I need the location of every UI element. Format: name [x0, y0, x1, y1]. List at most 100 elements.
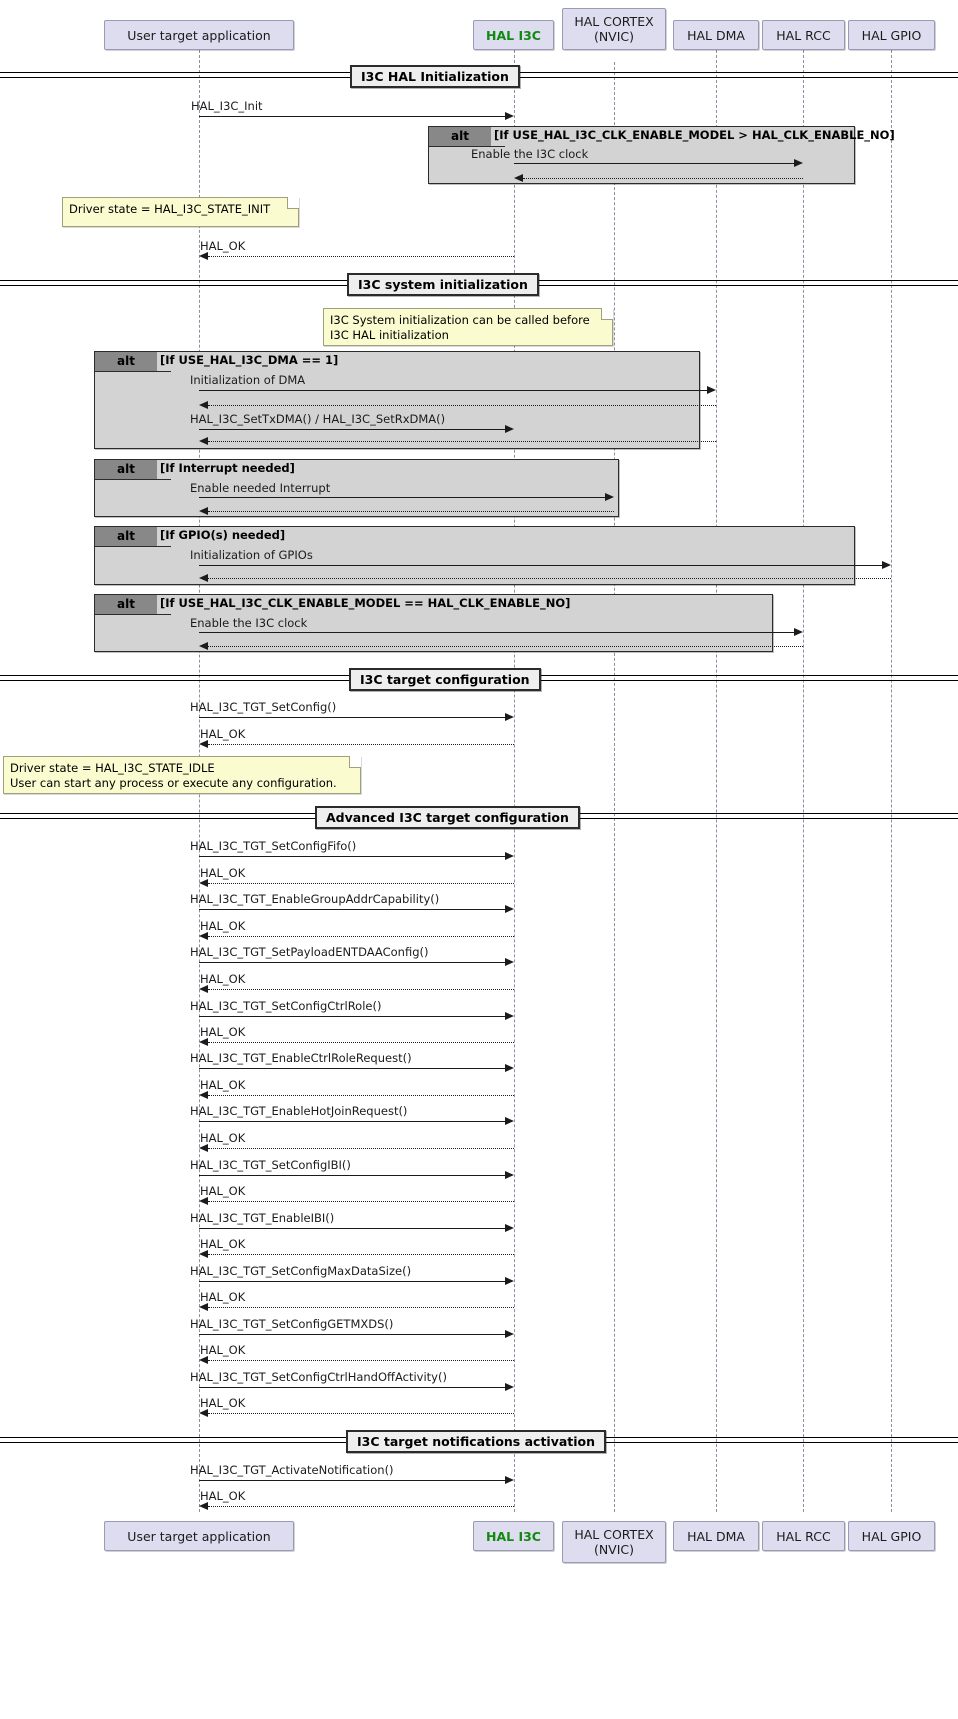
message-arrow-m11	[882, 561, 891, 569]
participant-hal-cortex-top[interactable]: HAL CORTEX (NVIC)	[562, 8, 666, 50]
message-line-m08	[208, 441, 716, 442]
message-line-m10	[208, 511, 614, 512]
message-arrow-m40	[199, 1502, 208, 1510]
message-line-m09	[199, 497, 605, 498]
message-arrow-m38	[199, 1409, 208, 1417]
alt-frame-clk-enable-model-gt: alt	[428, 126, 855, 184]
alt-keyword-interrupt: alt	[95, 460, 171, 479]
message-arrow-m35	[505, 1330, 514, 1338]
lifeline-hal-cortex	[614, 62, 615, 1512]
message-label-m18: HAL_OK	[200, 866, 246, 880]
message-arrow-m34	[199, 1303, 208, 1311]
message-line-m33	[199, 1281, 505, 1282]
message-arrow-m37	[505, 1383, 514, 1391]
participant-user-target-application-top[interactable]: User target application	[104, 20, 294, 50]
message-arrow-m23	[505, 1012, 514, 1020]
message-label-m17: HAL_I3C_TGT_SetConfigFifo()	[190, 839, 357, 853]
alt-keyword-dma: alt	[95, 352, 171, 371]
message-line-m32	[208, 1254, 514, 1255]
message-line-m01	[199, 116, 505, 117]
message-line-m19	[199, 909, 505, 910]
message-arrow-m05	[707, 386, 716, 394]
message-line-m39	[199, 1480, 505, 1481]
message-line-m27	[199, 1121, 505, 1122]
participant-user-target-application-bottom[interactable]: User target application	[104, 1521, 294, 1551]
message-label-m15: HAL_I3C_TGT_SetConfig()	[190, 700, 337, 714]
alt-keyword-gpio: alt	[95, 527, 171, 546]
lifeline-hal-rcc	[803, 50, 804, 1512]
message-label-m26: HAL_OK	[200, 1078, 246, 1092]
message-line-m21	[199, 962, 505, 963]
message-arrow-m28	[199, 1144, 208, 1152]
separator-hal-init-label: I3C HAL Initialization	[350, 65, 520, 88]
message-label-m27: HAL_I3C_TGT_EnableHotJoinRequest()	[190, 1104, 408, 1118]
message-label-m02: Enable the I3C clock	[471, 147, 589, 161]
participant-hal-i3c-top[interactable]: HAL I3C	[473, 20, 554, 50]
message-line-m29	[199, 1175, 505, 1176]
message-label-m36: HAL_OK	[200, 1343, 246, 1357]
message-arrow-m36	[199, 1356, 208, 1364]
message-line-m26	[208, 1095, 514, 1096]
message-line-m22	[208, 989, 514, 990]
alt-keyword-clk-gt: alt	[429, 127, 505, 146]
message-arrow-m14	[199, 642, 208, 650]
message-label-m38: HAL_OK	[200, 1396, 246, 1410]
message-line-m16	[208, 744, 514, 745]
message-label-m32: HAL_OK	[200, 1237, 246, 1251]
message-line-m20	[208, 936, 514, 937]
message-arrow-m16	[199, 740, 208, 748]
message-line-m28	[208, 1148, 514, 1149]
separator-advanced-config-label: Advanced I3C target configuration	[315, 806, 580, 829]
message-arrow-m33	[505, 1277, 514, 1285]
message-line-m18	[208, 883, 514, 884]
alt-frame-clk-enable-model-eq: alt	[94, 594, 773, 652]
message-arrow-m26	[199, 1091, 208, 1099]
alt-condition-clk-eq: [If USE_HAL_I3C_CLK_ENABLE_MODEL == HAL_…	[160, 596, 571, 610]
participant-hal-cortex-bottom[interactable]: HAL CORTEX (NVIC)	[562, 1521, 666, 1563]
message-line-m06	[208, 405, 716, 406]
message-line-m11	[199, 565, 882, 566]
message-line-m02	[514, 163, 794, 164]
participant-hal-i3c-bottom[interactable]: HAL I3C	[473, 1521, 554, 1551]
message-arrow-m30	[199, 1197, 208, 1205]
message-label-m28: HAL_OK	[200, 1131, 246, 1145]
participant-hal-rcc-top[interactable]: HAL RCC	[762, 20, 845, 50]
message-arrow-m31	[505, 1224, 514, 1232]
message-line-m13	[199, 632, 794, 633]
message-line-m40	[208, 1506, 514, 1507]
message-arrow-m19	[505, 905, 514, 913]
message-arrow-m25	[505, 1064, 514, 1072]
separator-notifications-label: I3C target notifications activation	[346, 1430, 607, 1453]
message-label-m29: HAL_I3C_TGT_SetConfigIBI()	[190, 1158, 351, 1172]
message-line-m05	[199, 390, 707, 391]
participant-hal-gpio-bottom[interactable]: HAL GPIO	[848, 1521, 935, 1551]
message-arrow-m04	[199, 252, 208, 260]
message-arrow-m39	[505, 1476, 514, 1484]
message-label-m24: HAL_OK	[200, 1025, 246, 1039]
message-label-m13: Enable the I3C clock	[190, 616, 308, 630]
message-label-m01: HAL_I3C_Init	[191, 99, 263, 113]
message-arrow-m06	[199, 401, 208, 409]
alt-keyword-clk-eq: alt	[95, 595, 171, 614]
participant-hal-rcc-bottom[interactable]: HAL RCC	[762, 1521, 845, 1551]
message-line-m34	[208, 1307, 514, 1308]
message-arrow-m10	[199, 507, 208, 515]
participant-hal-dma-bottom[interactable]: HAL DMA	[673, 1521, 759, 1551]
participant-hal-gpio-top[interactable]: HAL GPIO	[848, 20, 935, 50]
message-label-m35: HAL_I3C_TGT_SetConfigGETMXDS()	[190, 1317, 394, 1331]
message-arrow-m24	[199, 1038, 208, 1046]
message-label-m31: HAL_I3C_TGT_EnableIBI()	[190, 1211, 335, 1225]
message-label-m25: HAL_I3C_TGT_EnableCtrlRoleRequest()	[190, 1051, 412, 1065]
participant-hal-dma-top[interactable]: HAL DMA	[673, 20, 759, 50]
note-state-idle-fold	[349, 756, 361, 768]
message-label-m34: HAL_OK	[200, 1290, 246, 1304]
note-state-init-fold	[287, 197, 299, 209]
message-line-m04	[208, 256, 514, 257]
note-state-init: Driver state = HAL_I3C_STATE_INIT	[62, 197, 299, 227]
message-arrow-m12	[199, 574, 208, 582]
message-arrow-m01	[505, 112, 514, 120]
message-line-m14	[208, 646, 803, 647]
message-label-m40: HAL_OK	[200, 1489, 246, 1503]
message-label-m07: HAL_I3C_SetTxDMA() / HAL_I3C_SetRxDMA()	[190, 412, 446, 426]
message-arrow-m18	[199, 879, 208, 887]
